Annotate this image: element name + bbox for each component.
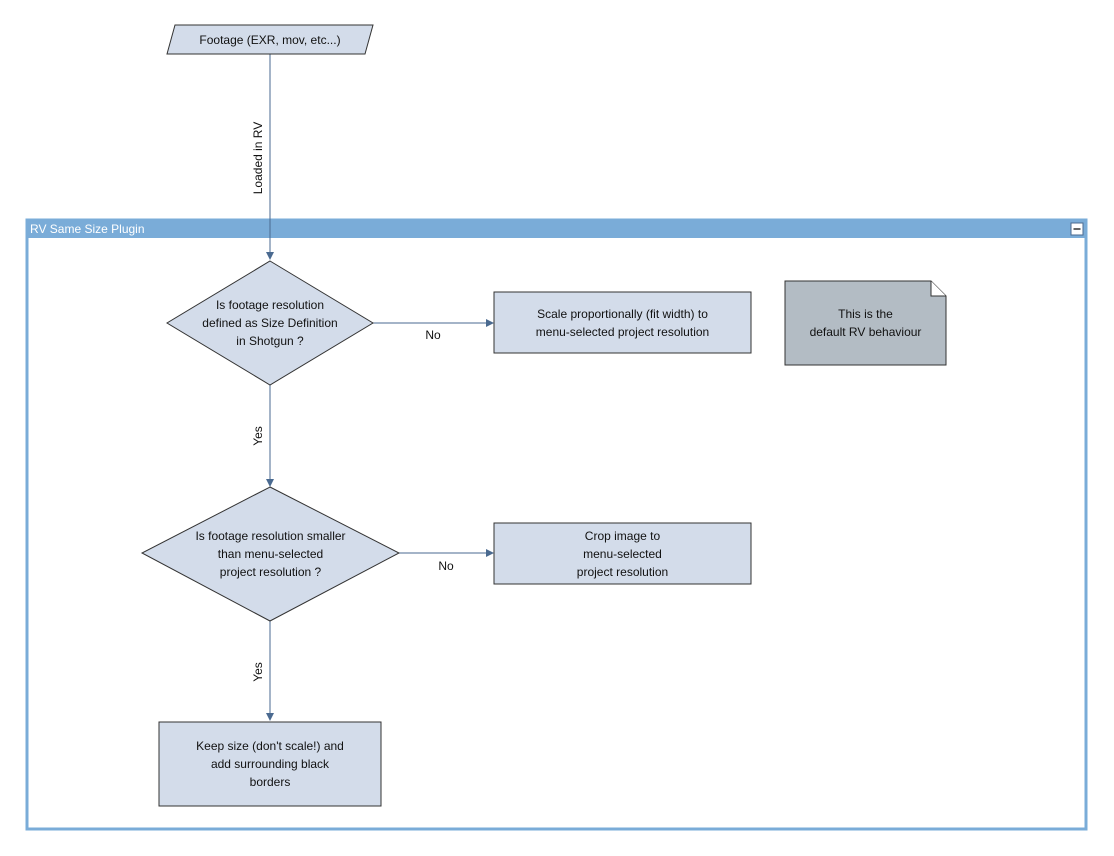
plugin-container-title: RV Same Size Plugin [30, 222, 145, 236]
edge-label-yes-1: Yes [251, 426, 265, 446]
keep-box-shape[interactable] [158, 721, 382, 807]
edge-label-yes-2: Yes [251, 662, 265, 682]
note-fold [930, 281, 946, 297]
scale-box-label: Scale proportionally (fit width) to menu… [535, 306, 710, 339]
crop-box-shape[interactable] [493, 522, 752, 585]
note-label: This is the default RV behaviour [809, 307, 922, 339]
keep-box-label: Keep size (don't scale!) and add surroun… [196, 739, 344, 789]
crop-box-label: Crop image to menu-selected project reso… [576, 528, 669, 579]
edge-label-no-1: No [425, 328, 441, 342]
decision-size-definition-label: Is footage resolution defined as Size De… [202, 298, 338, 348]
scale-box-shape[interactable] [493, 291, 752, 354]
edge-label-no-2: No [438, 559, 454, 573]
collapse-button[interactable] [1070, 222, 1084, 236]
decision-smaller-label: Is footage resolution smaller than menu-… [195, 529, 346, 579]
footage-node-shape[interactable] [166, 24, 374, 55]
decision-size-definition-shape[interactable] [166, 260, 374, 386]
edge-label-loaded: Loaded in RV [251, 122, 265, 195]
plugin-container-header [27, 220, 1086, 238]
note-shape[interactable] [784, 280, 947, 366]
decision-smaller-shape[interactable] [140, 486, 401, 622]
footage-node-label: Footage (EXR, mov, etc...) [199, 32, 341, 47]
